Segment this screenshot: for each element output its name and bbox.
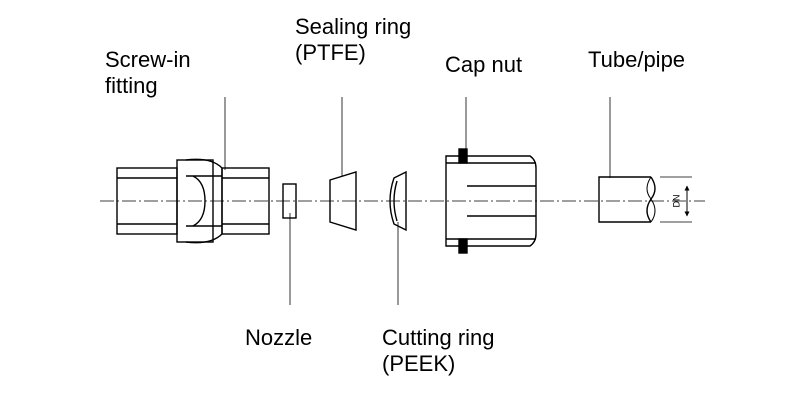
dn-label: DN [671,195,681,208]
screw-in-fitting-part [116,158,297,244]
sealing-ring-part [329,171,357,231]
screw-in-fitting-label: Screw-in fitting [105,47,191,98]
sealing-ring-label: Sealing ring (PTFE) [295,14,412,65]
cap-nut-part [445,148,537,254]
cutting-ring-label: Cutting ring (PEEK) [382,325,495,376]
cutting-ring-part [389,170,407,232]
tube-pipe-part [598,176,656,223]
nozzle-label: Nozzle [245,325,313,350]
cap-nut-label: Cap nut [445,52,523,77]
tube-pipe-label: Tube/pipe [588,47,686,72]
